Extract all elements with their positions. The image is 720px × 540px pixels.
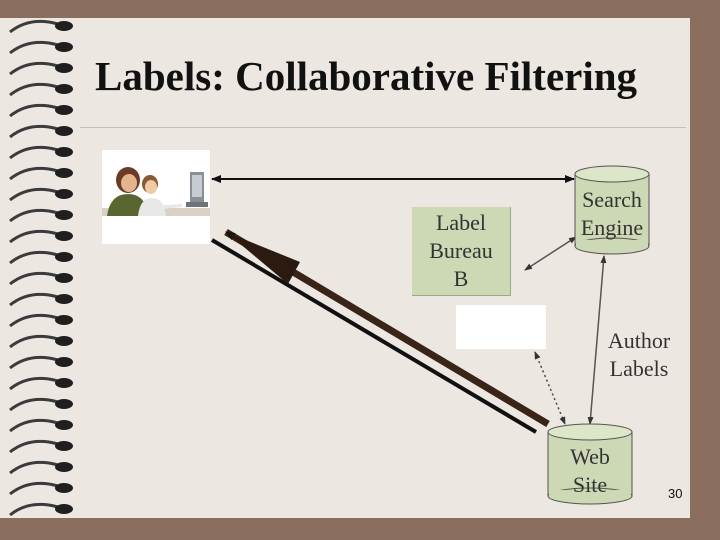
spiral-hole	[55, 357, 73, 367]
spiral-hole	[55, 105, 73, 115]
spiral-ring	[9, 376, 59, 391]
spiral-hole	[55, 504, 73, 514]
spiral-hole	[55, 147, 73, 157]
spiral-ring	[9, 481, 59, 496]
author-labels-label: Author Labels	[607, 328, 671, 381]
spiral-hole	[55, 84, 73, 94]
spiral-hole	[55, 462, 73, 472]
spiral-hole	[55, 294, 73, 304]
spiral-binding-icon	[9, 19, 73, 517]
spiral-ring	[9, 502, 59, 517]
spiral-ring	[9, 313, 59, 328]
spiral-ring	[9, 40, 59, 55]
spiral-ring	[9, 229, 59, 244]
spiral-ring	[9, 145, 59, 160]
blank-box	[456, 305, 546, 349]
spiral-hole	[55, 42, 73, 52]
people-website-line	[210, 238, 538, 434]
label-bureau-node	[412, 207, 511, 296]
people-at-computer-icon	[102, 150, 210, 244]
spiral-ring	[9, 187, 59, 202]
spiral-hole	[55, 210, 73, 220]
spiral-hole	[55, 420, 73, 430]
spiral-ring	[9, 334, 59, 349]
spiral-hole	[55, 336, 73, 346]
spiral-hole	[55, 63, 73, 73]
spiral-hole	[55, 231, 73, 241]
spiral-ring	[9, 103, 59, 118]
spiral-ring	[9, 397, 59, 412]
spiral-ring	[9, 271, 59, 286]
spiral-hole	[55, 273, 73, 283]
spiral-hole	[55, 378, 73, 388]
search-website-arrow	[587, 255, 607, 425]
spiral-ring	[9, 292, 59, 307]
spiral-ring	[9, 19, 59, 34]
spiral-hole	[55, 189, 73, 199]
spiral-ring	[9, 82, 59, 97]
spiral-hole	[55, 126, 73, 136]
thick-arrowhead	[226, 232, 300, 284]
search-engine-node	[574, 165, 650, 255]
page-number: 30	[668, 486, 683, 501]
web-site-label: Web Site	[570, 444, 610, 497]
frame-right	[690, 0, 720, 540]
frame-top	[0, 0, 720, 18]
web-site-node	[547, 423, 633, 505]
spiral-hole	[55, 21, 73, 31]
spiral-hole	[55, 399, 73, 409]
search-bureau-arrow	[524, 236, 577, 271]
spiral-ring	[9, 250, 59, 265]
spiral-ring	[9, 124, 59, 139]
title-divider	[80, 127, 686, 128]
spiral-ring	[9, 61, 59, 76]
spiral-hole	[55, 483, 73, 493]
spiral-hole	[55, 315, 73, 325]
slide-title: Labels: Collaborative Filtering	[95, 53, 638, 99]
box-website-dotted-arrow	[534, 351, 566, 425]
spiral-hole	[55, 168, 73, 178]
spiral-ring	[9, 439, 59, 454]
spiral-ring	[9, 208, 59, 223]
spiral-ring	[9, 355, 59, 370]
spiral-hole	[55, 441, 73, 451]
label-bureau-label: Label Bureau B	[429, 210, 493, 291]
spiral-ring	[9, 460, 59, 475]
search-engine-label: Search Engine	[580, 187, 644, 240]
spiral-hole	[55, 252, 73, 262]
spiral-ring	[9, 418, 59, 433]
frame-bottom	[0, 518, 720, 540]
spiral-ring	[9, 166, 59, 181]
